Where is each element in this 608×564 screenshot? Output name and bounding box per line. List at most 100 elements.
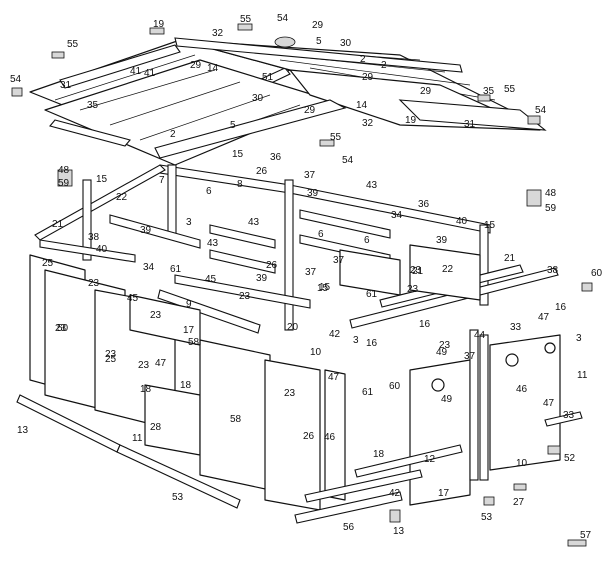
part-number-label: 34 [391,210,403,221]
part-number-label: 15 [96,174,108,185]
part-number-label: 39 [140,225,152,236]
part-number-label: 47 [543,398,555,409]
part-number-label: 47 [538,312,550,323]
part-number-label: 47 [328,372,340,383]
part-number-label: 58 [230,414,242,425]
part-number-label: 37 [305,267,317,278]
roof-ridge-left [49,119,131,147]
part-number-label: 13 [17,425,29,436]
part-number-label: 17 [183,325,195,336]
part-number-label: 37 [304,170,316,181]
part-number-label: 16 [555,302,567,313]
part-number-label: 29 [420,86,432,97]
wall-panel-center [324,369,346,501]
part-number-label: 21 [52,219,64,230]
bracket-front-5 [567,539,587,547]
part-number-label: 33 [563,410,575,421]
roof-bracket-top-2 [237,23,253,31]
part-number-label: 26 [256,166,268,177]
part-number-label: 23 [239,291,251,302]
floor-rail-right-2 [544,411,583,427]
part-number-label: 2 [360,54,366,65]
part-number-label: 46 [324,432,336,443]
part-number-label: 22 [116,192,128,203]
part-number-label: 29 [362,72,374,83]
floor-rail-right [354,444,463,478]
roof-beam-left-1 [59,44,181,89]
bracket-front-1 [389,509,401,523]
part-number-label: 34 [143,262,155,273]
part-number-label: 6 [318,229,324,240]
part-number-label: 30 [340,38,352,49]
part-number-label: 42 [329,329,341,340]
part-number-label: 42 [389,488,401,499]
part-number-label: 23 [138,360,150,371]
floor-rail-bottom [294,491,403,524]
part-number-label: 57 [580,530,592,541]
rail-right-lower [349,267,559,329]
part-number-label: 60 [591,268,603,279]
part-number-label: 33 [510,322,522,333]
part-number-label: 15 [484,220,496,231]
gable-vent-right [526,189,542,207]
part-number-label: 59 [58,178,70,189]
part-number-label: 11 [132,433,143,444]
roof-ridge-right [174,37,463,73]
part-number-label: 23 [55,323,67,334]
part-number-label: 18 [180,380,192,391]
part-number-label: 8 [237,179,243,190]
roof-bracket-top-left [51,51,65,59]
part-number-label: 41 [144,68,156,79]
bracket-right [581,282,593,292]
part-number-label: 29 [190,60,202,71]
brace-left [109,214,201,249]
part-number-label: 43 [366,180,378,191]
brace-right [299,209,391,239]
bracket-front-4 [547,445,561,455]
part-number-label: 32 [362,118,374,129]
part-number-label: 26 [303,431,315,442]
part-number-label: 10 [516,458,528,469]
part-number-label: 48 [58,165,70,176]
part-number-label: 23 [407,284,419,295]
part-number-label: 60 [389,381,401,392]
roof-bracket-mid [319,139,335,147]
part-number-label: 38 [547,265,559,276]
part-number-label: 10 [310,347,322,358]
part-number-label: 23 [150,310,162,321]
part-number-label: 55 [504,84,516,95]
part-number-label: 48 [545,188,557,199]
rail-center-lower [157,289,261,334]
part-number-label: 40 [96,244,108,255]
part-number-label: 30 [252,93,264,104]
part-number-label: 2 [170,129,176,140]
part-number-label: 45 [127,293,139,304]
part-number-label: 3 [353,335,359,346]
part-number-label: 29 [304,105,316,116]
part-number-label: 35 [483,86,495,97]
part-number-label: 23 [284,388,296,399]
part-number-label: 49 [441,394,453,405]
rail-center [174,274,311,309]
bracket-front-3 [513,483,527,491]
part-number-label: 39 [307,188,319,199]
wall-panel-back-2 [339,249,401,296]
part-number-label: 53 [481,512,493,523]
bracket-front-2 [483,496,495,506]
wall-panel-mid [129,294,201,346]
part-number-label: 9 [186,299,192,310]
part-number-label: 43 [248,217,260,228]
part-number-label: 28 [150,422,162,433]
part-number-label: 52 [564,453,576,464]
part-number-label: 61 [362,387,374,398]
part-number-label: 54 [10,74,22,85]
part-number-label: 17 [438,488,450,499]
part-number-label: 36 [418,199,430,210]
part-number-label: 54 [342,155,354,166]
post-center [284,179,294,331]
part-number-label: 39 [436,235,448,246]
part-number-label: 53 [172,492,184,503]
